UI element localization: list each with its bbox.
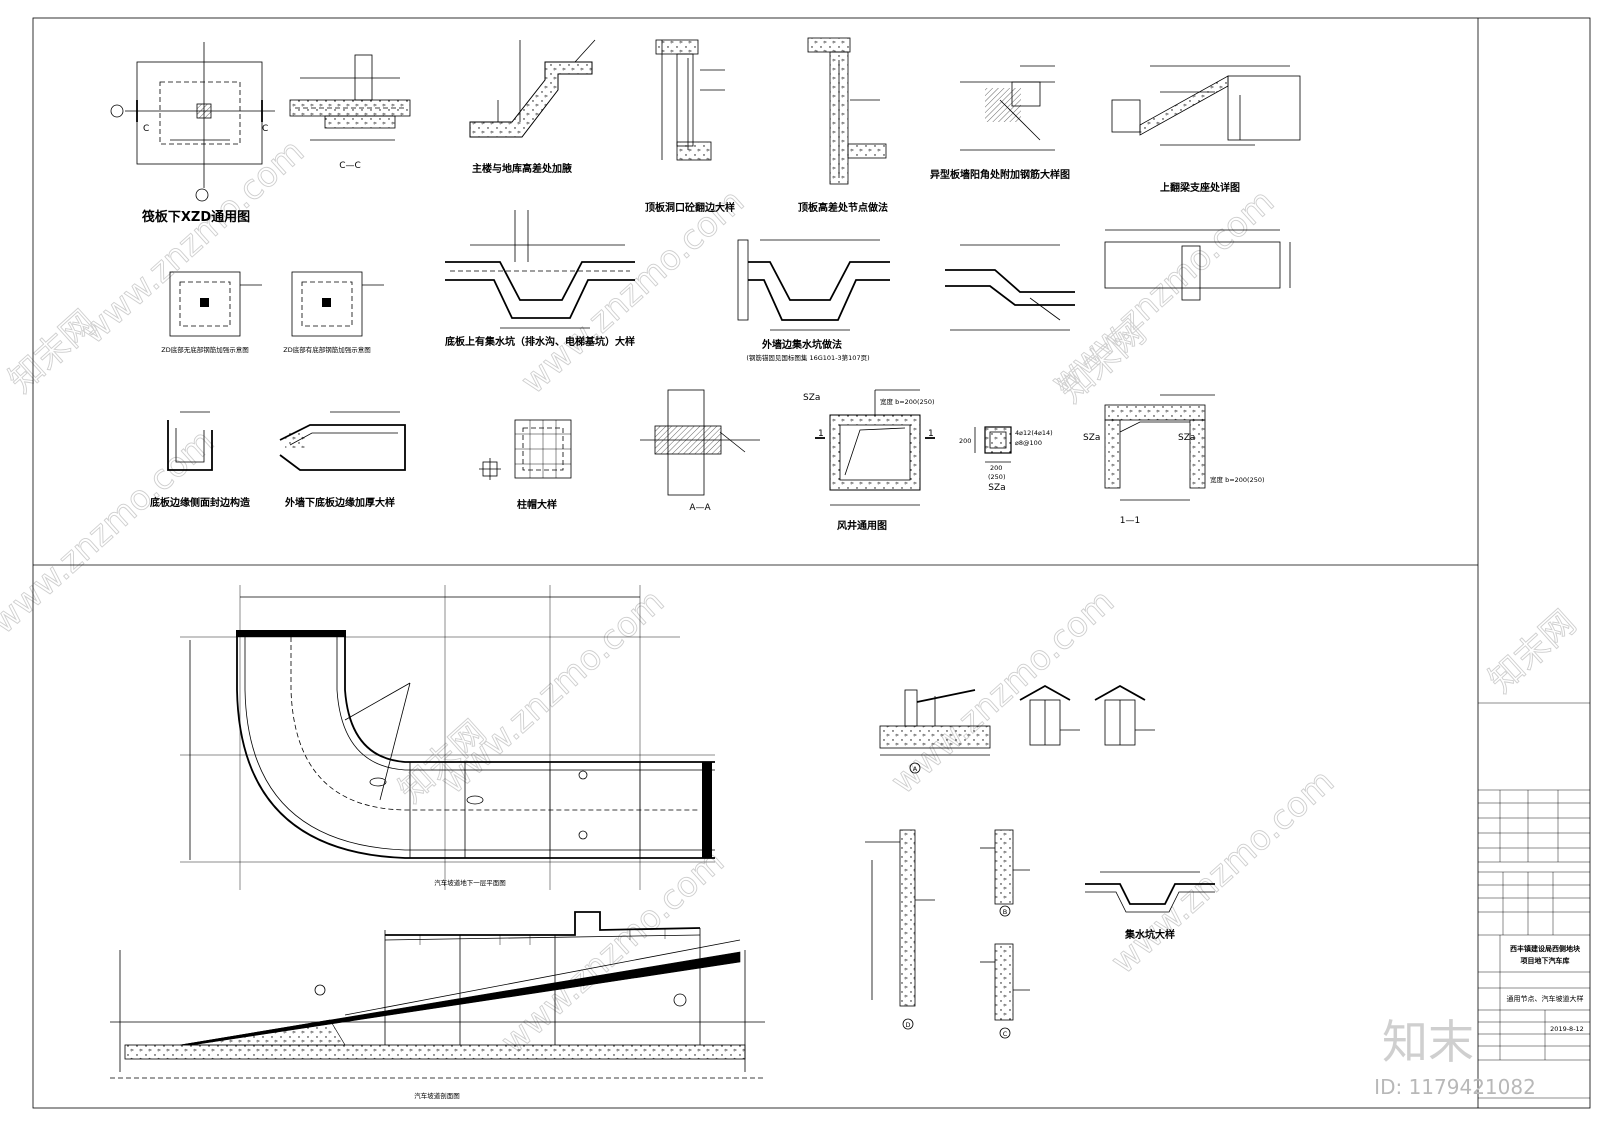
wall-slab-thickening-detail: 外墙下底板边缘加厚大样	[279, 411, 406, 509]
shaft-cut-mark: 1	[818, 429, 824, 439]
detail-d-mark: D	[905, 1021, 910, 1029]
zd-with-title: ZD底部有底部钢筋加强示意图	[283, 345, 370, 354]
detail-a-mark: A	[913, 765, 918, 773]
watermark-text: www.znzmo.com	[433, 582, 672, 803]
roof-step-detail: 顶板高差处节点做法	[798, 37, 888, 214]
section-11-width-label: 宽度 b=200(250)	[1210, 475, 1265, 484]
sump-detail: 集水坑大样	[1085, 871, 1215, 941]
section-aa-title: A—A	[689, 503, 711, 513]
shaft-cut-mark: 1	[928, 429, 934, 439]
wall-sump-title: 外墙边集水坑做法	[761, 338, 842, 351]
zd-without-title: ZD底部无底部钢筋加强示意图	[161, 345, 248, 354]
slab-junction-detail	[945, 244, 1075, 331]
sza-dim: (250)	[988, 473, 1005, 481]
zd-without-detail: ZD底部无底部钢筋加强示意图	[161, 271, 262, 354]
haunch-title: 主楼与地库高差处加腋	[472, 162, 572, 175]
watermark-text: www.znzmo.com	[73, 132, 312, 353]
section-mark-c: C	[262, 124, 268, 134]
section-11-detail: SZa SZa 宽度 b=200(250) 1—1	[1083, 394, 1265, 526]
column-cap-detail: 柱帽大样	[479, 419, 572, 511]
detail-b-mark: B	[1003, 908, 1007, 916]
shaft-title: 风井通用图	[837, 519, 887, 532]
watermark-logo: 知末	[1382, 1015, 1474, 1069]
upturn-beam-detail: 上翻梁支座处详图	[1111, 65, 1301, 194]
shaft-sza-label: SZa	[803, 393, 820, 403]
watermark-layer: www.znzmo.com www.znzmo.com www.znzmo.co…	[0, 131, 1584, 1063]
section-11-sza-label: SZa	[1178, 433, 1195, 443]
detail-a: A	[879, 689, 991, 774]
watermark-logo-group: 知末 ID: 1179421082	[1374, 1015, 1536, 1099]
wall-sump-detail: 外墙边集水坑做法 (钢筋锚固见国标图集 16G101-3第107页)	[737, 239, 890, 362]
ramp-side-detail	[1104, 229, 1291, 301]
sza-dim: 200	[959, 437, 971, 445]
section-cc-detail: C—C	[289, 54, 411, 171]
roof-opening-upturn-detail: 顶板洞口砼翻边大样	[645, 39, 735, 214]
sump-pit-title: 底板上有集水坑（排水沟、电梯基坑）大样	[445, 335, 635, 348]
watermark-text: www.znzmo.com	[513, 182, 752, 403]
watermark-id: ID: 1179421082	[1374, 1075, 1536, 1099]
sheet-frame	[32, 17, 1591, 1109]
sza-title: SZa	[988, 483, 1005, 493]
roof-opening-upturn-title: 顶板洞口砼翻边大样	[645, 201, 735, 214]
corner-rebar-title: 异型板墙阳角处附加钢筋大样图	[930, 168, 1070, 181]
xzd-plan-detail: C C 筏板下XZD通用图	[110, 42, 275, 225]
wall-slab-thickening-title: 外墙下底板边缘加厚大样	[284, 496, 395, 509]
upturn-beam-title: 上翻梁支座处详图	[1160, 181, 1240, 194]
corner-rebar-detail: 异型板墙阳角处附加钢筋大样图	[930, 65, 1070, 181]
zd-with-detail: ZD底部有底部钢筋加强示意图	[283, 271, 384, 354]
wall-sump-note: (钢筋锚固见国标图集 16G101-3第107页)	[746, 353, 869, 362]
section-11-title: 1—1	[1120, 516, 1140, 526]
drawing-name: 通用节点、汽车坡道大样	[1507, 994, 1584, 1003]
detail-b: B	[980, 829, 1030, 917]
section-mark-c: C	[143, 124, 149, 134]
shaft-detail: SZa 1 1 宽度 b=200(250) 风井通用图	[803, 389, 935, 532]
section-aa-detail: A—A	[640, 389, 760, 513]
sza-detail: 200 200 (250) 4⌀12(4⌀14) ⌀8@100 SZa	[959, 426, 1053, 493]
detail-c-mark: C	[1003, 1030, 1008, 1038]
slab-edge-title: 底板边缘侧面封边构造	[150, 496, 251, 509]
column-cap-title: 柱帽大样	[517, 498, 557, 511]
slab-edge-detail: 底板边缘侧面封边构造	[150, 411, 251, 509]
drawing-date: 2019-8-12	[1550, 1025, 1584, 1033]
title-block: 西丰镇建设局西侧地块 项目地下汽车库 通用节点、汽车坡道大样 2019-8-12	[1478, 702, 1590, 1099]
watermark-text: www.znzmo.com	[883, 582, 1122, 803]
sza-rebar: 4⌀12(4⌀14)	[1015, 429, 1053, 437]
xzd-plan-title: 筏板下XZD通用图	[142, 209, 250, 225]
sump-detail-title: 集水坑大样	[1124, 928, 1175, 941]
section-cc-title: C—C	[339, 161, 361, 171]
watermark-text: www.znzmo.com	[493, 842, 732, 1063]
haunch-detail: 主楼与地库高差处加腋	[469, 39, 596, 175]
roof-step-title: 顶板高差处节点做法	[798, 201, 888, 214]
shaft-width-label: 宽度 b=200(250)	[880, 397, 935, 406]
ramp-section-title: 汽车坡道剖面图	[414, 1091, 460, 1100]
sza-dim: 200	[990, 464, 1002, 472]
ramp-section-drawing: 汽车坡道剖面图	[110, 911, 765, 1100]
sloped-wall-detail	[1019, 684, 1155, 746]
ramp-plan-title: 汽车坡道地下一层平面图	[434, 878, 506, 887]
detail-d: D	[865, 829, 935, 1030]
project-name-line1: 西丰镇建设局西侧地块	[1510, 944, 1581, 953]
section-11-sza-label: SZa	[1083, 433, 1100, 443]
watermark-brand: 知末网	[1481, 603, 1584, 701]
project-name-line2: 项目地下汽车库	[1521, 956, 1570, 965]
watermark-brand: 知末网	[1, 303, 104, 401]
ramp-plan-drawing: 汽车坡道地下一层平面图	[180, 585, 715, 890]
sza-stirrup: ⌀8@100	[1015, 439, 1042, 447]
sump-pit-detail: 底板上有集水坑（排水沟、电梯基坑）大样	[445, 210, 635, 348]
detail-c: C	[980, 943, 1030, 1039]
